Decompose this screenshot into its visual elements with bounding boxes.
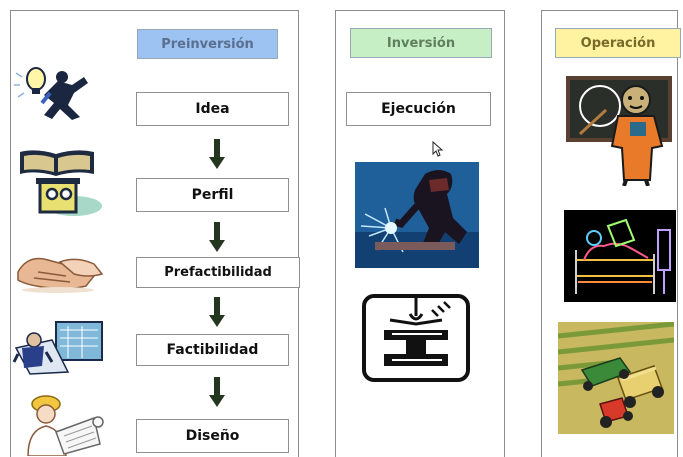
hospital-bed-icon [564,210,676,302]
stage-perfil: Perfil [136,178,289,212]
stage-prefactibilidad: Prefactibilidad [136,257,300,288]
arrow-prefactibilidad-factibilidad [209,297,225,329]
book-reader-icon [20,150,102,216]
steel-beam-icon [362,294,470,382]
architect-plans-icon [27,395,104,456]
teacher-blackboard-icon [566,76,672,186]
welder-icon [355,162,479,268]
lightbulb-runner-icon [14,67,88,120]
stage-idea: Idea [136,92,289,126]
tractor-harvest-icon [558,322,674,434]
arrow-idea-perfil [209,139,225,171]
mouse-cursor-icon [432,141,444,157]
stage-factibilidad: Factibilidad [136,334,289,366]
arrow-factibilidad-diseno [209,377,225,409]
header-operacion: Operación [555,28,681,58]
stage-diseno: Diseño [136,419,289,453]
engineer-blueprint-icon [12,321,103,375]
arrow-perfil-prefactibilidad [209,222,225,254]
header-inversion: Inversión [350,28,492,58]
header-preinversion: Preinversión [137,29,278,59]
handshake-icon [17,257,104,293]
stage-ejecucion: Ejecución [346,92,491,126]
